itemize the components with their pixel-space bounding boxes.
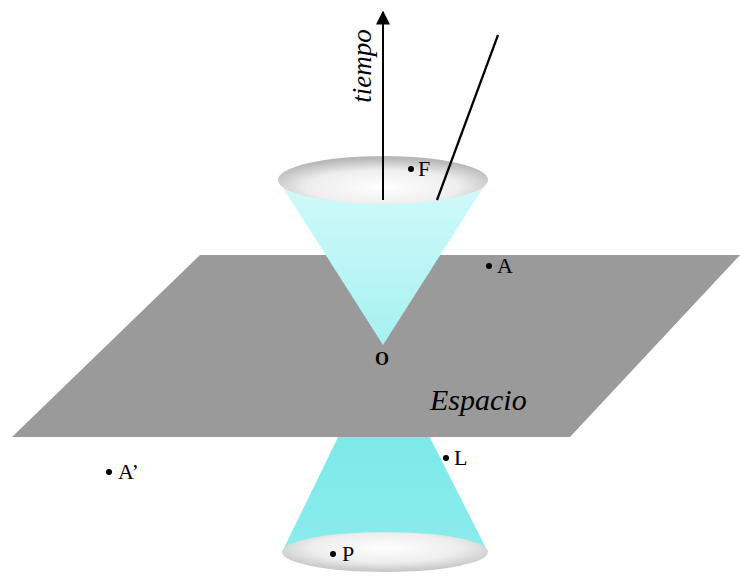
event-label: F [418, 158, 430, 180]
event-dot [408, 166, 414, 172]
origin-label: O [375, 350, 389, 368]
future-cone [278, 180, 488, 345]
axis-label: tiempo [349, 29, 376, 103]
event-dot [106, 469, 112, 475]
event-dot [443, 455, 449, 461]
past-cone-base [282, 532, 488, 572]
event-label: A’ [118, 461, 139, 483]
time-axis [382, 12, 384, 200]
world-line [437, 35, 498, 200]
event-dot [486, 263, 492, 269]
event-label: A [497, 255, 513, 277]
event-label: L [454, 447, 467, 469]
event-label: P [342, 543, 354, 565]
event-dot [330, 551, 336, 557]
plane-label: Espacio [430, 385, 527, 415]
